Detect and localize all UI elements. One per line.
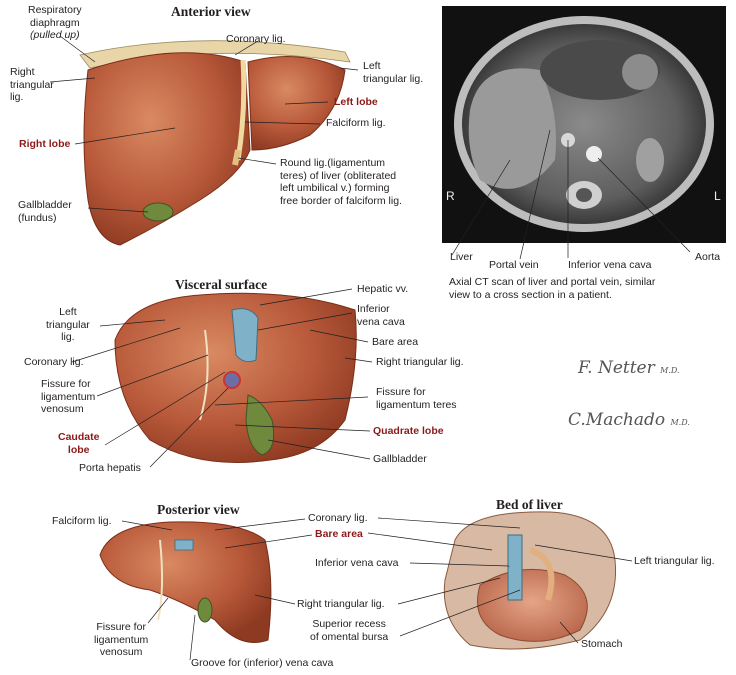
fiss-lt-line-1: Fissure for: [376, 386, 426, 398]
label-posterior-ivc: Inferior vena cava: [315, 557, 399, 569]
label-porta-hepatis: Porta hepatis: [79, 462, 141, 474]
label-respiratory-diaphragm: Respiratory diaphragm (pulled up): [28, 4, 82, 42]
label-visceral-gallbladder: Gallbladder: [373, 453, 427, 465]
label-ct-liver: Liver: [450, 251, 473, 263]
bed-of-liver-title: Bed of liver: [496, 497, 563, 512]
visceral-ivc: [231, 308, 259, 363]
label-posterior-right-triangular: Right triangular lig.: [297, 598, 385, 610]
label-visceral-bare-area: Bare area: [372, 336, 419, 348]
label-bed-left-triangular: Left triangular lig.: [634, 555, 715, 567]
visceral-left-tri-line-1: Left: [59, 306, 77, 318]
fiss-lv-line-3: venosum: [41, 403, 84, 415]
label-visceral-coronary: Coronary lig.: [24, 356, 84, 368]
respiratory-line-2: diaphragm: [30, 16, 80, 29]
label-ct-ivc: Inferior vena cava: [568, 259, 652, 271]
machado-signature: C.Machado M.D.: [568, 410, 690, 430]
visceral-ivc-line-2: vena cava: [357, 315, 405, 328]
posterior-outline: [99, 521, 272, 643]
respiratory-line-3: (pulled up): [30, 29, 80, 41]
label-visceral-ivc: Inferior vena cava: [357, 303, 405, 328]
right-triangular-line-1: Right: [10, 66, 35, 78]
label-fissure-ligamentum-teres: Fissure for ligamentum teres: [376, 386, 457, 411]
fiss-lv-line-2: ligamentum: [41, 390, 96, 403]
anterior-liver: [79, 40, 351, 246]
bed-stomach: [477, 568, 588, 642]
round-line-2: teres) of liver (obliterated: [280, 169, 397, 182]
ct-caption-line-1: Axial CT scan of liver and portal vein, …: [449, 276, 656, 288]
netter-signature-text: F. Netter: [578, 358, 655, 378]
label-ct-aorta: Aorta: [695, 251, 721, 263]
label-ct-portal-vein: Portal vein: [489, 259, 539, 271]
label-caudate-lobe: Caudate lobe: [58, 431, 99, 456]
left-triangular-line-2: triangular lig.: [363, 72, 424, 85]
bed-of-liver: [443, 511, 617, 650]
anterior-view-title: Anterior view: [171, 4, 251, 19]
visceral-left-tri-line-2: triangular: [46, 318, 90, 331]
visceral-surface-title: Visceral surface: [175, 277, 268, 292]
posterior-ivc: [174, 539, 194, 551]
label-gallbladder-fundus: Gallbladder (fundus): [18, 199, 72, 224]
label-posterior-falciform: Falciform lig.: [52, 515, 112, 527]
right-triangular-line-3: lig.: [10, 91, 24, 103]
netter-signature: F. Netter M.D.: [578, 358, 680, 378]
ct-caption: Axial CT scan of liver and portal vein, …: [449, 276, 655, 302]
label-anterior-coronary: Coronary lig.: [226, 33, 286, 45]
label-posterior-bare-area: Bare area: [315, 528, 363, 540]
label-stomach: Stomach: [581, 638, 623, 650]
left-triangular-line-1: Left: [363, 60, 381, 72]
label-posterior-coronary: Coronary lig.: [308, 512, 368, 524]
posterior-fiss-line-3: venosum: [99, 646, 143, 658]
label-superior-recess: Superior recess of omental bursa: [310, 618, 388, 643]
label-posterior-fissure-venosum: Fissure for ligamentum venosum: [94, 621, 148, 659]
fiss-lt-line-2: ligamentum teres: [376, 398, 457, 411]
visceral-liver: [114, 292, 357, 463]
label-right-lobe: Right lobe: [19, 138, 71, 150]
round-line-1: Round lig.(ligamentum: [280, 157, 386, 169]
right-lobe: [83, 52, 251, 246]
label-hepatic-veins: Hepatic vv.: [357, 283, 409, 295]
posterior-liver: [99, 521, 272, 643]
netter-md: M.D.: [660, 366, 680, 375]
posterior-fiss-line-2: ligamentum: [94, 633, 149, 646]
fiss-lv-line-1: Fissure for: [41, 378, 91, 390]
bed-ivc: [507, 534, 523, 601]
label-anterior-left-triangular: Left triangular lig.: [363, 60, 423, 85]
label-round-ligament: Round lig.(ligamentum teres) of liver (o…: [280, 157, 402, 207]
recess-line-1: Superior recess: [312, 618, 386, 630]
label-left-lobe: Left lobe: [334, 96, 378, 108]
leader-lines: [49, 35, 691, 661]
round-ligament: [232, 149, 241, 166]
label-visceral-left-triangular: Left triangular lig.: [46, 306, 90, 344]
ct-l-marker: L: [714, 189, 721, 203]
respiratory-line-1: Respiratory: [28, 4, 82, 16]
label-quadrate-lobe: Quadrate lobe: [373, 425, 444, 437]
ct-caption-line-2: view to a cross section in a patient.: [449, 289, 612, 301]
posterior-gallbladder: [197, 597, 213, 623]
right-triangular-line-2: triangular: [10, 78, 54, 91]
visceral-ivc-line-1: Inferior: [357, 303, 390, 315]
gallbladder-line-1: Gallbladder: [18, 199, 72, 211]
visceral-left-tri-line-3: lig.: [61, 331, 75, 343]
caudate-line-2: lobe: [67, 443, 90, 456]
recess-line-2: of omental bursa: [310, 630, 389, 643]
falciform-ligament: [235, 59, 247, 161]
visceral-gallbladder: [245, 394, 275, 456]
machado-md: M.D.: [670, 418, 690, 427]
label-fissure-ligamentum-venosum: Fissure for ligamentum venosum: [41, 378, 95, 416]
label-groove-vena-cava: Groove for (inferior) vena cava: [191, 657, 334, 669]
posterior-view-title: Posterior view: [157, 502, 240, 517]
round-line-4: free border of falciform lig.: [280, 194, 402, 207]
caudate-line-1: Caudate: [58, 431, 100, 443]
ct-r-marker: R: [446, 189, 455, 203]
round-line-3: left umbilical v.) forming: [280, 182, 390, 194]
label-anterior-falciform: Falciform lig.: [326, 117, 386, 129]
posterior-fiss-line-1: Fissure for: [96, 621, 146, 633]
gallbladder-line-2: (fundus): [18, 211, 57, 224]
label-visceral-right-triangular: Right triangular lig.: [376, 356, 464, 368]
machado-signature-text: C.Machado: [568, 410, 666, 430]
porta-hepatis-vessels: [223, 371, 241, 389]
label-anterior-right-triangular: Right triangular lig.: [10, 66, 54, 104]
ct-scan: [442, 6, 726, 243]
